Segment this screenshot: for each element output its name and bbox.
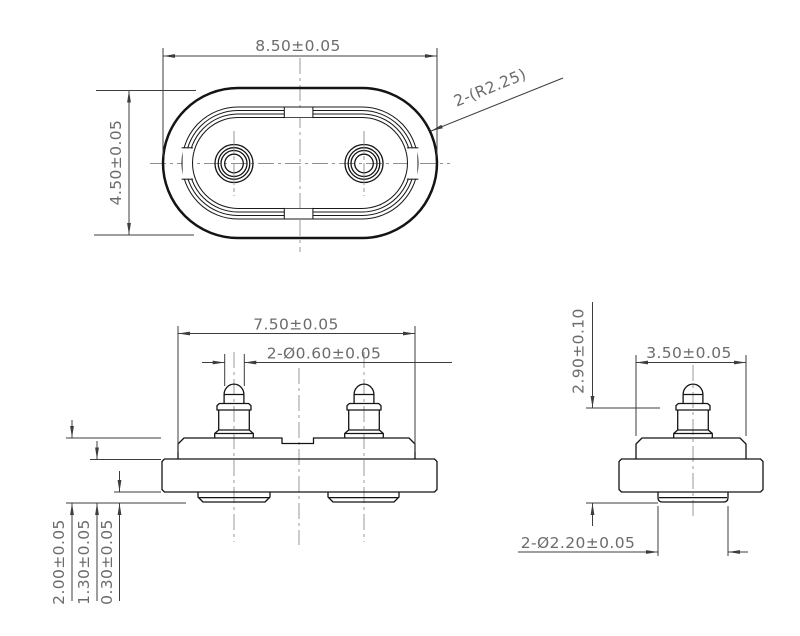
inner-ring-4 <box>191 116 409 210</box>
front-pin-left <box>214 383 254 438</box>
dimension-top-width: 8.50±0.05 <box>162 37 438 157</box>
corner-radius-label: 2-(R2.25) <box>451 65 529 110</box>
ring-tab-bottom <box>283 207 314 220</box>
outer-contour <box>161 86 439 240</box>
front-pin-right <box>344 383 384 438</box>
corner-radius-callout: 2-(R2.25) <box>430 65 564 132</box>
side-housing-body <box>635 437 747 459</box>
dimension-top-height: 4.50±0.05 <box>94 90 196 236</box>
inner-ring-1 <box>181 106 419 220</box>
pin-diameter-dimension-label: 2-Ø0.60±0.05 <box>267 345 381 363</box>
side-pin <box>673 383 713 438</box>
top-width-dimension-label: 8.50±0.05 <box>255 37 341 55</box>
front-pad-left <box>197 492 271 503</box>
pad-height-dimension-label: 0.30±0.05 <box>98 519 116 605</box>
inner-ring-3 <box>188 113 412 213</box>
dimension-front-width: 7.50±0.05 <box>177 316 416 452</box>
ring-tab-right <box>407 147 419 180</box>
front-pad-right <box>327 492 400 503</box>
pad-diameter-dimension-label: 2-Ø2.20±0.05 <box>521 534 635 552</box>
ring-tab-left <box>181 147 193 180</box>
side-width-dimension-label: 3.50±0.05 <box>646 344 732 362</box>
ring-tab-top <box>283 106 314 119</box>
front-view: 7.50±0.05 2-Ø0.60±0.05 2.00±0.05 1.30±0.… <box>50 316 452 605</box>
inner-ring-2 <box>184 109 416 217</box>
dimension-pad-diameter: 2-Ø2.20±0.05 <box>518 506 748 556</box>
top-height-dimension-label: 4.50±0.05 <box>107 120 125 206</box>
dimension-pin-diameter: 2-Ø0.60±0.05 <box>202 345 452 386</box>
side-view: 3.50±0.05 2.90±0.10 2-Ø2.20±0.05 <box>518 302 764 556</box>
front-housing-body <box>177 437 416 459</box>
side-pad <box>657 492 729 503</box>
base-height-dimension-label: 1.30±0.05 <box>75 519 93 605</box>
front-width-dimension-label: 7.50±0.05 <box>253 316 339 334</box>
pin-height-dimension-label: 2.90±0.10 <box>570 308 588 394</box>
dimension-height-stack: 2.00±0.05 1.30±0.05 0.30±0.05 <box>50 420 186 605</box>
overall-height-dimension-label: 2.00±0.05 <box>50 519 68 605</box>
dimension-pin-height: 2.90±0.10 <box>570 302 660 526</box>
contact-right <box>344 131 384 196</box>
top-view: 8.50±0.05 4.50±0.05 2-(R2.25) <box>94 37 564 252</box>
dimension-side-width: 3.50±0.05 <box>635 344 747 436</box>
contact-left <box>214 131 254 196</box>
front-flange <box>161 458 438 493</box>
side-flange <box>618 458 764 493</box>
